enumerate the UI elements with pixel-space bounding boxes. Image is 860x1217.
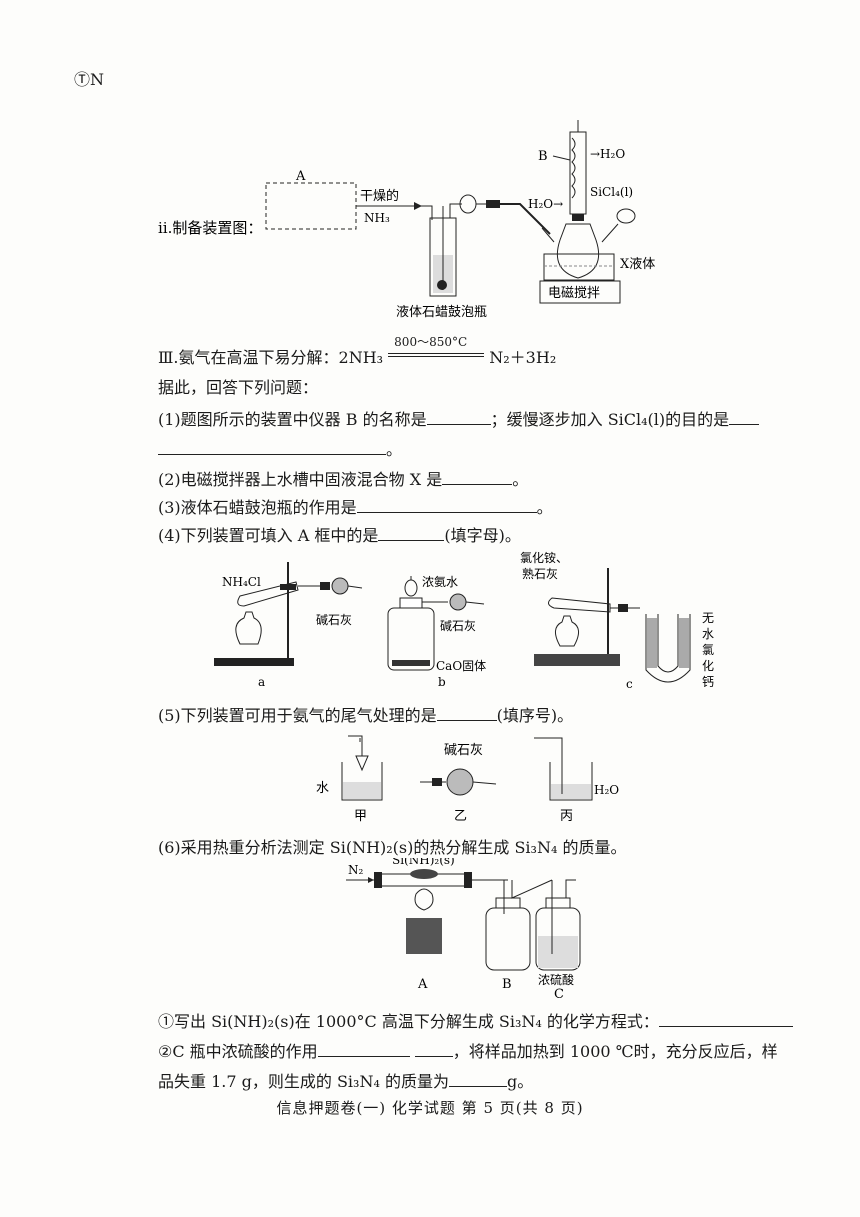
intro-text: 据此，回答下列问题： (158, 378, 319, 397)
drying-tube-yi (446, 768, 474, 796)
water-label: 水 (316, 781, 329, 796)
tag-c: C (554, 987, 564, 998)
box-a-label: A (295, 169, 306, 184)
bubbler-label: 液体石蜡鼓泡瓶 (396, 305, 487, 320)
a-lime: 碱石灰 (316, 613, 352, 627)
answer-blank-5[interactable] (436, 706, 497, 721)
corner-mark: ⓉN (74, 70, 105, 89)
water-in: H₂O→ (528, 197, 563, 211)
stirrer-box (539, 280, 621, 304)
figure-preparation-apparatus: ⅱ.制备装置图： A 干燥的 NH₃ 液体石蜡鼓泡瓶 B →H₂O H₂O→ S… (158, 120, 655, 320)
c-tag: c (626, 677, 633, 691)
decomposition-line: Ⅲ.氨气在高温下易分解：2NH₃ 800～850°C N₂＋3H₂ (158, 335, 557, 367)
yi-lime: 碱石灰 (444, 743, 483, 758)
stirrer-label: 电磁搅拌 (548, 285, 600, 301)
box-a (265, 182, 357, 230)
liquid-x-label: X液体 (620, 257, 655, 272)
beaker-jia (341, 762, 383, 801)
bing-h2o: H₂O (594, 783, 619, 797)
gas-label-1: 干燥的 (360, 188, 399, 204)
water-bath (543, 253, 615, 281)
sample-label: Si(NH)₂(s) (392, 858, 455, 867)
answer-blank-3[interactable] (356, 498, 537, 513)
b-cao: CaO固体 (436, 659, 486, 673)
answer-blank-6-2a[interactable] (317, 1042, 410, 1057)
n2-label: N₂ (348, 863, 364, 877)
c-u-tube (645, 614, 691, 683)
question-5: (5)下列装置可用于氨气的尾气处理的是(填序号)。 (158, 706, 574, 725)
c-cacl2-label: 无 水 氯 化 钙 (702, 611, 714, 689)
beaker-bing (549, 762, 593, 801)
question-1-cont: 。 (158, 436, 402, 460)
c-label-2: 熟石灰 (522, 566, 558, 581)
answer-blank-6-2b[interactable] (414, 1042, 453, 1057)
question-6-1: ①写出 Si(NH)₂(s)在 1000°C 高温下分解生成 Si₃N₄ 的化学… (158, 1008, 793, 1032)
jia-tag: 甲 (354, 809, 367, 824)
svg-text:氯: 氯 (702, 643, 714, 657)
svg-text:水: 水 (702, 627, 714, 641)
tag-b: B (502, 977, 512, 992)
answer-blank-1b[interactable] (729, 410, 760, 425)
svg-text:钙: 钙 (702, 675, 714, 689)
figure-ammonia-generators: NH₄Cl 碱石灰 a 浓氨水 碱石灰 CaO固体 b 氯化铵、 熟石灰 无 水… (214, 550, 714, 691)
yi-tag: 乙 (454, 809, 467, 824)
answer-blank-1c[interactable] (158, 440, 386, 455)
svg-text:化: 化 (702, 659, 714, 673)
b-tag: b (438, 675, 446, 689)
answer-blank-4[interactable] (378, 526, 445, 541)
c-label-1: 氯化铵、 (520, 550, 568, 565)
answer-blank-6-2c[interactable] (448, 1072, 507, 1087)
answer-blank-6-1[interactable] (658, 1012, 793, 1027)
fig1-label: ⅱ.制备装置图： (158, 219, 262, 237)
figure-tail-gas: 水 甲 碱石灰 乙 H₂O 丙 (316, 735, 619, 824)
question-1: (1)题图所示的装置中仪器 B 的名称是；缓慢逐步加入 SiCl₄(l)的目的是 (158, 406, 760, 430)
a-nh4cl: NH₄Cl (222, 575, 261, 589)
gas-label-2: NH₃ (364, 211, 390, 225)
question-6-2: ②C 瓶中浓硫酸的作用 ，将样品加热到 1000 ℃时，充分反应后，样 (158, 1042, 778, 1061)
three-neck-flask (556, 223, 600, 279)
reaction-condition: 800～850°C (394, 335, 468, 349)
acid-label: 浓硫酸 (538, 972, 574, 987)
b-lime: 碱石灰 (440, 619, 476, 633)
bottle-b (485, 907, 531, 971)
question-2: (2)电磁搅拌器上水槽中固液混合物 X 是。 (158, 470, 529, 489)
question-4: (4)下列装置可填入 A 框中的是(填字母)。 (158, 526, 521, 545)
question-6: (6)采用热重分析法测定 Si(NH)₂(s)的热分解生成 Si₃N₄ 的质量。 (158, 838, 627, 857)
b-ammonia: 浓氨水 (422, 575, 458, 589)
answer-blank-1a[interactable] (426, 410, 491, 425)
page-footer: 信息押题卷(一) 化学试题 第 5 页(共 8 页) (276, 1099, 584, 1117)
reagent-label: SiCl₄(l) (590, 185, 633, 199)
condenser-label: B (538, 149, 548, 164)
water-out: →H₂O (590, 147, 625, 161)
figure-thermogravimetric: N₂ Si(NH)₂(s) A B 浓硫酸 C (346, 858, 581, 998)
question-3: (3)液体石蜡鼓泡瓶的作用是。 (158, 498, 553, 517)
svg-text:无: 无 (702, 611, 714, 625)
bing-tag: 丙 (560, 809, 573, 824)
c-test-tube (548, 597, 611, 613)
a-test-tube (237, 581, 299, 607)
answer-blank-2[interactable] (442, 470, 513, 485)
a-tag: a (258, 675, 265, 689)
tag-a: A (417, 977, 428, 992)
